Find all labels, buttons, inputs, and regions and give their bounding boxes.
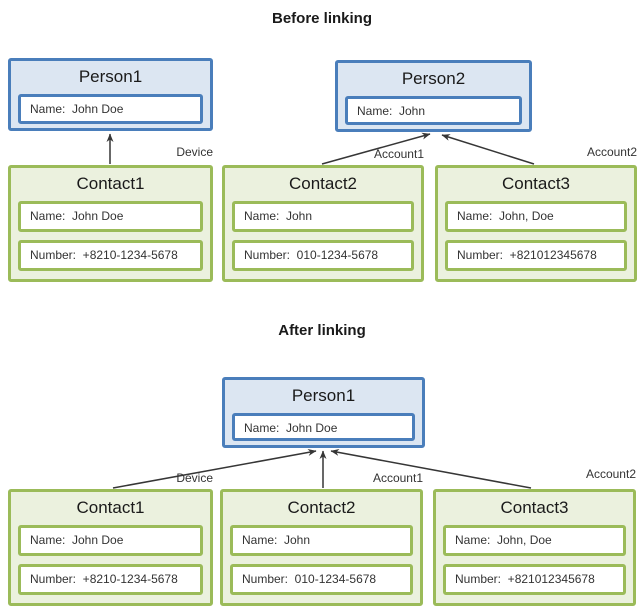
contact3-box-before: Contact3 Name: John, Doe Number: +821012… — [435, 165, 637, 282]
person1-box-before: Person1 Name: John Doe — [8, 58, 213, 131]
contact-title: Contact2 — [288, 174, 358, 193]
person-title: Person1 — [291, 386, 356, 405]
section-title-after: After linking — [278, 322, 366, 339]
person2-box-before: Person2 Name: John — [335, 60, 532, 132]
tag-account2-before: Account2 — [586, 145, 637, 159]
contact3-box-after: Contact3 Name: John, Doe Number: +821012… — [433, 489, 636, 606]
contact1-box-after: Contact1 Name: John Doe Number: +8210-12… — [8, 489, 213, 606]
contact-name-field: Name: John Doe — [18, 525, 203, 556]
tag-account1-before: Account1 — [373, 147, 424, 161]
contact-title: Contact3 — [500, 498, 569, 517]
arrow-contact3-person2-before — [441, 134, 535, 165]
person-title: Person1 — [78, 67, 143, 86]
arrow-contact3-person1-after — [330, 449, 532, 489]
person1-box-after: Person1 Name: John Doe — [222, 377, 425, 448]
contact-title: Contact3 — [501, 174, 571, 193]
contact-name-field: Name: John, Doe — [445, 201, 627, 232]
tag-account1-after: Account1 — [372, 471, 423, 485]
tag-device-before: Device — [176, 145, 213, 159]
contact1-box-before: Contact1 Name: John Doe Number: +8210-12… — [8, 165, 213, 282]
contact-title: Contact2 — [287, 498, 356, 517]
contact-number-field: Number: +821012345678 — [445, 240, 627, 271]
contact-name-field: Name: John, Doe — [443, 525, 626, 556]
tag-device-after: Device — [176, 471, 213, 485]
contact-number-field: Number: +821012345678 — [443, 564, 626, 595]
contact-title: Contact1 — [76, 174, 145, 193]
contact-name-field: Name: John — [230, 525, 413, 556]
contact-number-field: Number: +8210-1234-5678 — [18, 564, 203, 595]
person-name-field: Name: John Doe — [18, 94, 203, 124]
contact-number-field: Number: 010-1234-5678 — [230, 564, 413, 595]
section-title-before: Before linking — [271, 10, 372, 27]
arrow-contact1-person1-after — [112, 448, 317, 489]
person-name-field: Name: John Doe — [232, 413, 415, 441]
contact2-box-before: Contact2 Name: John Number: 010-1234-567… — [222, 165, 424, 282]
tag-account2-after: Account2 — [585, 467, 636, 481]
contact-title: Contact1 — [76, 498, 145, 517]
contact-number-field: Number: +8210-1234-5678 — [18, 240, 203, 271]
person-name-field: Name: John — [345, 96, 522, 125]
contact2-box-after: Contact2 Name: John Number: 010-1234-567… — [220, 489, 423, 606]
contact-name-field: Name: John — [232, 201, 414, 232]
contact-name-field: Name: John Doe — [18, 201, 203, 232]
person-title: Person2 — [401, 69, 466, 88]
contact-number-field: Number: 010-1234-5678 — [232, 240, 414, 271]
